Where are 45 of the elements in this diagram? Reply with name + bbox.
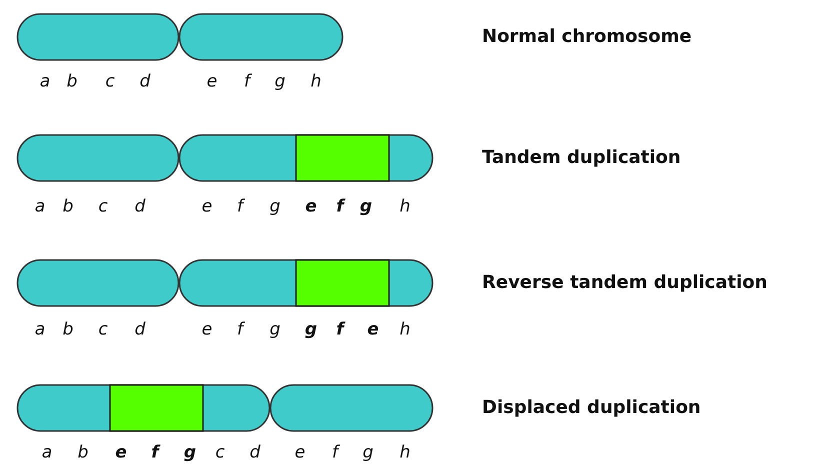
gene-letter: g [304, 322, 318, 338]
gene-letter: f [332, 444, 338, 462]
gene-letter: c [98, 322, 108, 338]
gene-letter: h [400, 444, 410, 462]
row-title: Reverse tandem duplication [482, 274, 768, 292]
gene-letter: g [360, 198, 372, 216]
gene-letter: d [140, 74, 150, 90]
gene-letter: e [294, 444, 306, 462]
gene-letter: g [274, 74, 286, 90]
gene-letter: h [310, 74, 322, 90]
gene-letter: g [184, 444, 196, 462]
gene-letter: e [305, 198, 317, 216]
row-title: Normal chromosome [482, 28, 692, 46]
gene-letter: c [215, 444, 225, 462]
gene-letter: f [237, 322, 243, 338]
gene-letter: h [400, 198, 410, 216]
gene-letter: f [151, 444, 159, 462]
gene-letter: a [34, 198, 46, 216]
gene-letter: e [206, 74, 218, 90]
gene-letter: e [202, 322, 212, 338]
gene-letter: c [105, 74, 115, 90]
gene-letter: c [98, 198, 108, 216]
gene-letter: b [66, 74, 78, 90]
gene-letter: a [40, 74, 50, 90]
gene-letter: e [115, 444, 127, 462]
gene-letter: f [244, 74, 250, 90]
gene-letter: e [367, 322, 379, 338]
row-title: Tandem duplication [482, 149, 681, 167]
gene-letter: b [62, 198, 74, 216]
gene-letter: h [400, 322, 410, 338]
gene-letter: g [270, 198, 280, 216]
gene-letter: d [250, 444, 260, 462]
gene-letter: a [42, 444, 52, 462]
gene-letter: f [237, 198, 243, 216]
gene-letter: g [362, 444, 374, 462]
gene-letter: a [34, 322, 46, 338]
gene-letter: b [62, 322, 74, 338]
gene-letter: b [78, 444, 88, 462]
row-title: Displaced duplication [482, 399, 701, 417]
gene-letter: d [134, 198, 146, 216]
gene-letter: g [270, 322, 280, 338]
gene-letter: e [202, 198, 212, 216]
gene-letter: f [336, 198, 344, 216]
gene-letter: f [336, 322, 344, 338]
gene-letter: d [134, 322, 146, 338]
